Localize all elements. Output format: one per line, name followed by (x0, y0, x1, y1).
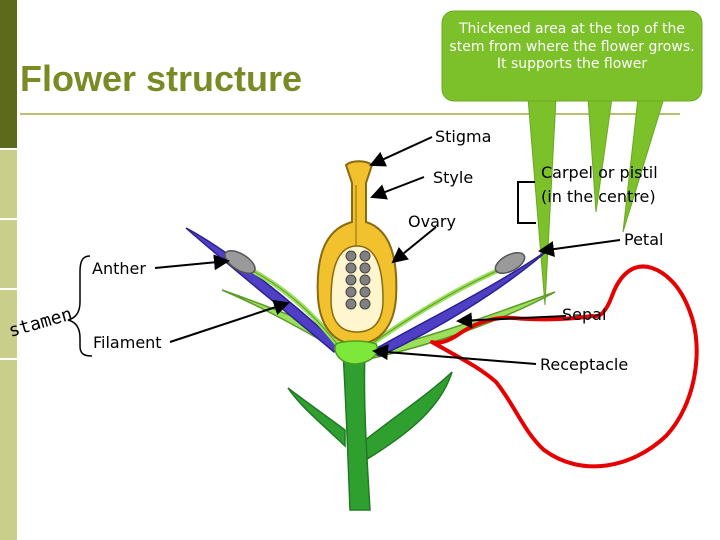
petal-shape (368, 249, 549, 357)
callout-shape (441, 10, 703, 102)
ovule (359, 286, 371, 298)
label-stamen: stamen (6, 304, 74, 342)
ovule (345, 298, 357, 310)
callout-box (441, 10, 703, 102)
sidebar-segment-light (0, 150, 17, 218)
receptacle-shape (334, 340, 378, 365)
pointer-style (370, 176, 425, 200)
filament-outline (369, 265, 509, 346)
label-sepal: Sepal (562, 305, 607, 324)
label-stigma: Stigma (435, 127, 492, 146)
sidebar-segment-dark (0, 0, 17, 148)
label-ovary: Ovary (408, 212, 456, 231)
sidebar-segment-light (0, 360, 17, 540)
sidebar-segment-light (0, 290, 17, 358)
ovule (345, 262, 357, 274)
pointer-stigma (369, 136, 433, 167)
label-anther: Anther (92, 259, 146, 278)
label-style: Style (433, 168, 474, 187)
label-filament: Filament (93, 333, 162, 352)
callout-text: Thickened area at the top of the stem fr… (449, 21, 695, 72)
label-petal: Petal (624, 230, 664, 249)
ovule (345, 286, 357, 298)
leaf (349, 371, 453, 470)
ovary-chamber (330, 245, 384, 333)
anther-shape (224, 249, 256, 275)
label-carpel: Carpel or pistil (541, 163, 658, 182)
title-divider (20, 113, 680, 115)
ovule (359, 274, 371, 286)
pointer-petal (538, 239, 621, 258)
sidebar-stripe (0, 0, 17, 540)
label-receptacle: Receptacle (540, 355, 629, 374)
ovule (345, 274, 357, 286)
pointer-filament (169, 299, 290, 343)
pointer-sepal (456, 312, 567, 329)
carpel-bracket (517, 181, 536, 224)
ovule (359, 262, 371, 274)
pointer-receptacle (372, 344, 537, 365)
pointer-anther (154, 254, 230, 271)
ovule (345, 250, 357, 262)
ovule (359, 250, 371, 262)
sidebar-segment-light (0, 220, 17, 288)
stamen-brace (67, 255, 93, 357)
label-carpel-sub: (in the centre) (541, 187, 656, 206)
ovule (359, 298, 371, 310)
page-title: Flower structure (20, 58, 303, 99)
stem (342, 351, 371, 511)
pointer-ovary (391, 226, 437, 264)
leaf (287, 387, 346, 448)
anther-shape (494, 251, 526, 275)
